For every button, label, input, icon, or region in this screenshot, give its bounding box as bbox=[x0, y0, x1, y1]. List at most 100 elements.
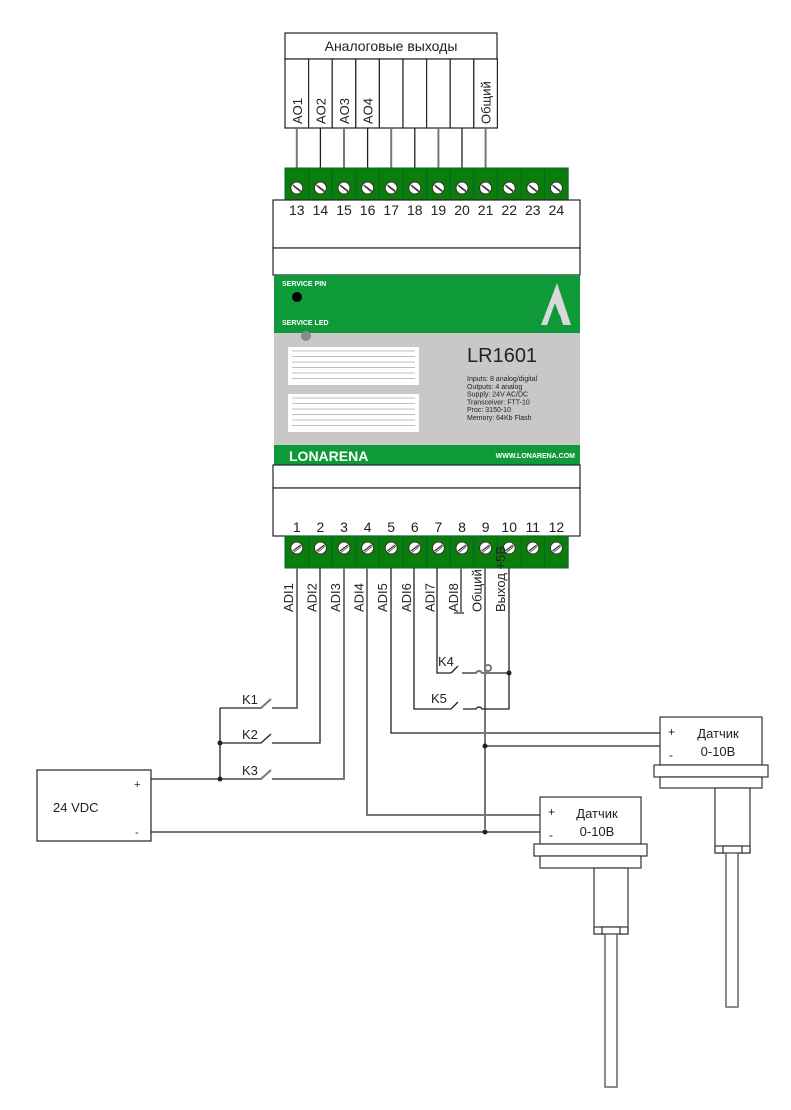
terminal[interactable] bbox=[378, 535, 404, 569]
switch-k3-label: K3 bbox=[242, 763, 258, 778]
sensor-1: + - Датчик 0-10В bbox=[653, 716, 769, 1008]
terminal[interactable] bbox=[284, 535, 310, 569]
terminal-number: 15 bbox=[336, 202, 352, 218]
terminal[interactable] bbox=[331, 167, 357, 201]
terminal[interactable] bbox=[544, 167, 569, 201]
sensor-2-minus: - bbox=[549, 828, 553, 842]
ao-column-label: AO3 bbox=[337, 98, 352, 124]
terminal[interactable] bbox=[520, 167, 546, 201]
terminal-number: 22 bbox=[501, 202, 517, 218]
sensor-2: + - Датчик 0-10В bbox=[533, 796, 648, 1088]
terminal[interactable] bbox=[331, 535, 357, 569]
service-pin-button[interactable] bbox=[292, 292, 302, 302]
device-green-bottom bbox=[274, 445, 580, 465]
switch-k4-label: K4 bbox=[438, 654, 454, 669]
power-plus: + bbox=[134, 779, 140, 791]
input-label: ADI3 bbox=[328, 583, 343, 612]
service-pin-label: SERVICE PIN bbox=[282, 281, 326, 288]
terminal-number: 5 bbox=[387, 519, 395, 535]
bottom-housing bbox=[272, 487, 581, 537]
terminal-number: 9 bbox=[482, 519, 490, 535]
terminal-number: 6 bbox=[411, 519, 419, 535]
ao-column bbox=[378, 58, 404, 129]
input-label: ADI6 bbox=[399, 583, 414, 612]
sensor-2-name: Датчик bbox=[576, 806, 618, 821]
device-spec-line: Transceiver: FTT-10 bbox=[467, 399, 530, 406]
terminal[interactable] bbox=[402, 167, 428, 201]
terminal-number: 7 bbox=[435, 519, 443, 535]
input-label: ADI4 bbox=[352, 583, 367, 612]
terminal-number: 12 bbox=[549, 519, 565, 535]
terminal-number: 21 bbox=[478, 202, 494, 218]
terminal-number: 2 bbox=[317, 519, 325, 535]
bottom-housing-step bbox=[272, 464, 581, 489]
terminal-number: 13 bbox=[289, 202, 305, 218]
label-plate-1 bbox=[288, 347, 419, 385]
terminal-number: 18 bbox=[407, 202, 423, 218]
input-label: Общий bbox=[470, 569, 485, 612]
service-led-label: SERVICE LED bbox=[282, 320, 329, 327]
device-model: LR1601 bbox=[467, 345, 537, 367]
device-spec-line: Memory: 64Kb Flash bbox=[467, 415, 532, 422]
switch-k5-label: K5 bbox=[431, 691, 447, 706]
service-led bbox=[301, 331, 311, 341]
top-wires bbox=[295, 128, 487, 168]
bottom-terminal-block bbox=[284, 535, 569, 569]
ao-column bbox=[449, 58, 475, 129]
sensor-1-name: Датчик bbox=[697, 726, 739, 741]
sensor-1-minus: - bbox=[669, 748, 673, 762]
device-spec-line: Proc: 3150-10 bbox=[467, 407, 511, 414]
terminal[interactable] bbox=[284, 167, 310, 201]
input-label: ADI1 bbox=[281, 583, 296, 612]
terminal-number: 11 bbox=[526, 519, 541, 535]
terminal[interactable] bbox=[449, 535, 475, 569]
terminal[interactable] bbox=[496, 167, 522, 201]
power-supply: 24 VDC + - bbox=[36, 769, 152, 842]
switch-k1-label: K1 bbox=[242, 692, 258, 707]
device-spec-line: Supply: 24V AC/DC bbox=[467, 392, 528, 399]
terminal-number: 4 bbox=[364, 519, 372, 535]
device-green-top bbox=[274, 275, 580, 333]
lonarena-logo-icon bbox=[541, 283, 571, 325]
terminal[interactable] bbox=[355, 167, 380, 201]
sensor-2-plus: + bbox=[548, 805, 555, 819]
terminal-number: 23 bbox=[525, 202, 541, 218]
device-spec-line: Inputs: 8 analog/digital bbox=[467, 376, 537, 383]
input-label: ADI7 bbox=[422, 583, 437, 612]
terminal-number: 10 bbox=[501, 519, 517, 535]
terminal-number: 8 bbox=[458, 519, 466, 535]
device-spec-line: Outputs: 4 analog bbox=[467, 384, 522, 391]
terminal[interactable] bbox=[402, 535, 428, 569]
top-terminal-block bbox=[284, 167, 569, 201]
ao-column bbox=[426, 58, 451, 129]
label-plate-2 bbox=[288, 394, 419, 432]
terminal-number: 3 bbox=[340, 519, 348, 535]
terminal[interactable] bbox=[308, 535, 333, 569]
terminal-number: 24 bbox=[549, 202, 565, 218]
terminal[interactable] bbox=[473, 167, 498, 201]
terminal[interactable] bbox=[520, 535, 546, 569]
sensor-2-range: 0-10В bbox=[580, 824, 615, 839]
brand-website[interactable]: WWW.LONARENA.COM bbox=[496, 453, 575, 460]
terminal-number: 17 bbox=[383, 202, 399, 218]
ao-column-label: Общий bbox=[479, 81, 494, 124]
terminal[interactable] bbox=[496, 535, 522, 569]
terminal[interactable] bbox=[308, 167, 333, 201]
input-label: Выход +5В bbox=[493, 546, 508, 612]
terminal[interactable] bbox=[355, 535, 380, 569]
ao-column-label: AO2 bbox=[313, 98, 328, 124]
terminal[interactable] bbox=[426, 535, 451, 569]
top-housing bbox=[272, 199, 581, 249]
terminal[interactable] bbox=[449, 167, 475, 201]
ao-column-label: AO1 bbox=[290, 98, 305, 124]
top-housing-step bbox=[272, 247, 581, 276]
terminal-number: 14 bbox=[313, 202, 329, 218]
terminal[interactable] bbox=[544, 535, 569, 569]
switch-k2-label: K2 bbox=[242, 727, 258, 742]
terminal[interactable] bbox=[378, 167, 404, 201]
terminal-number: 19 bbox=[431, 202, 447, 218]
terminal[interactable] bbox=[426, 167, 451, 201]
